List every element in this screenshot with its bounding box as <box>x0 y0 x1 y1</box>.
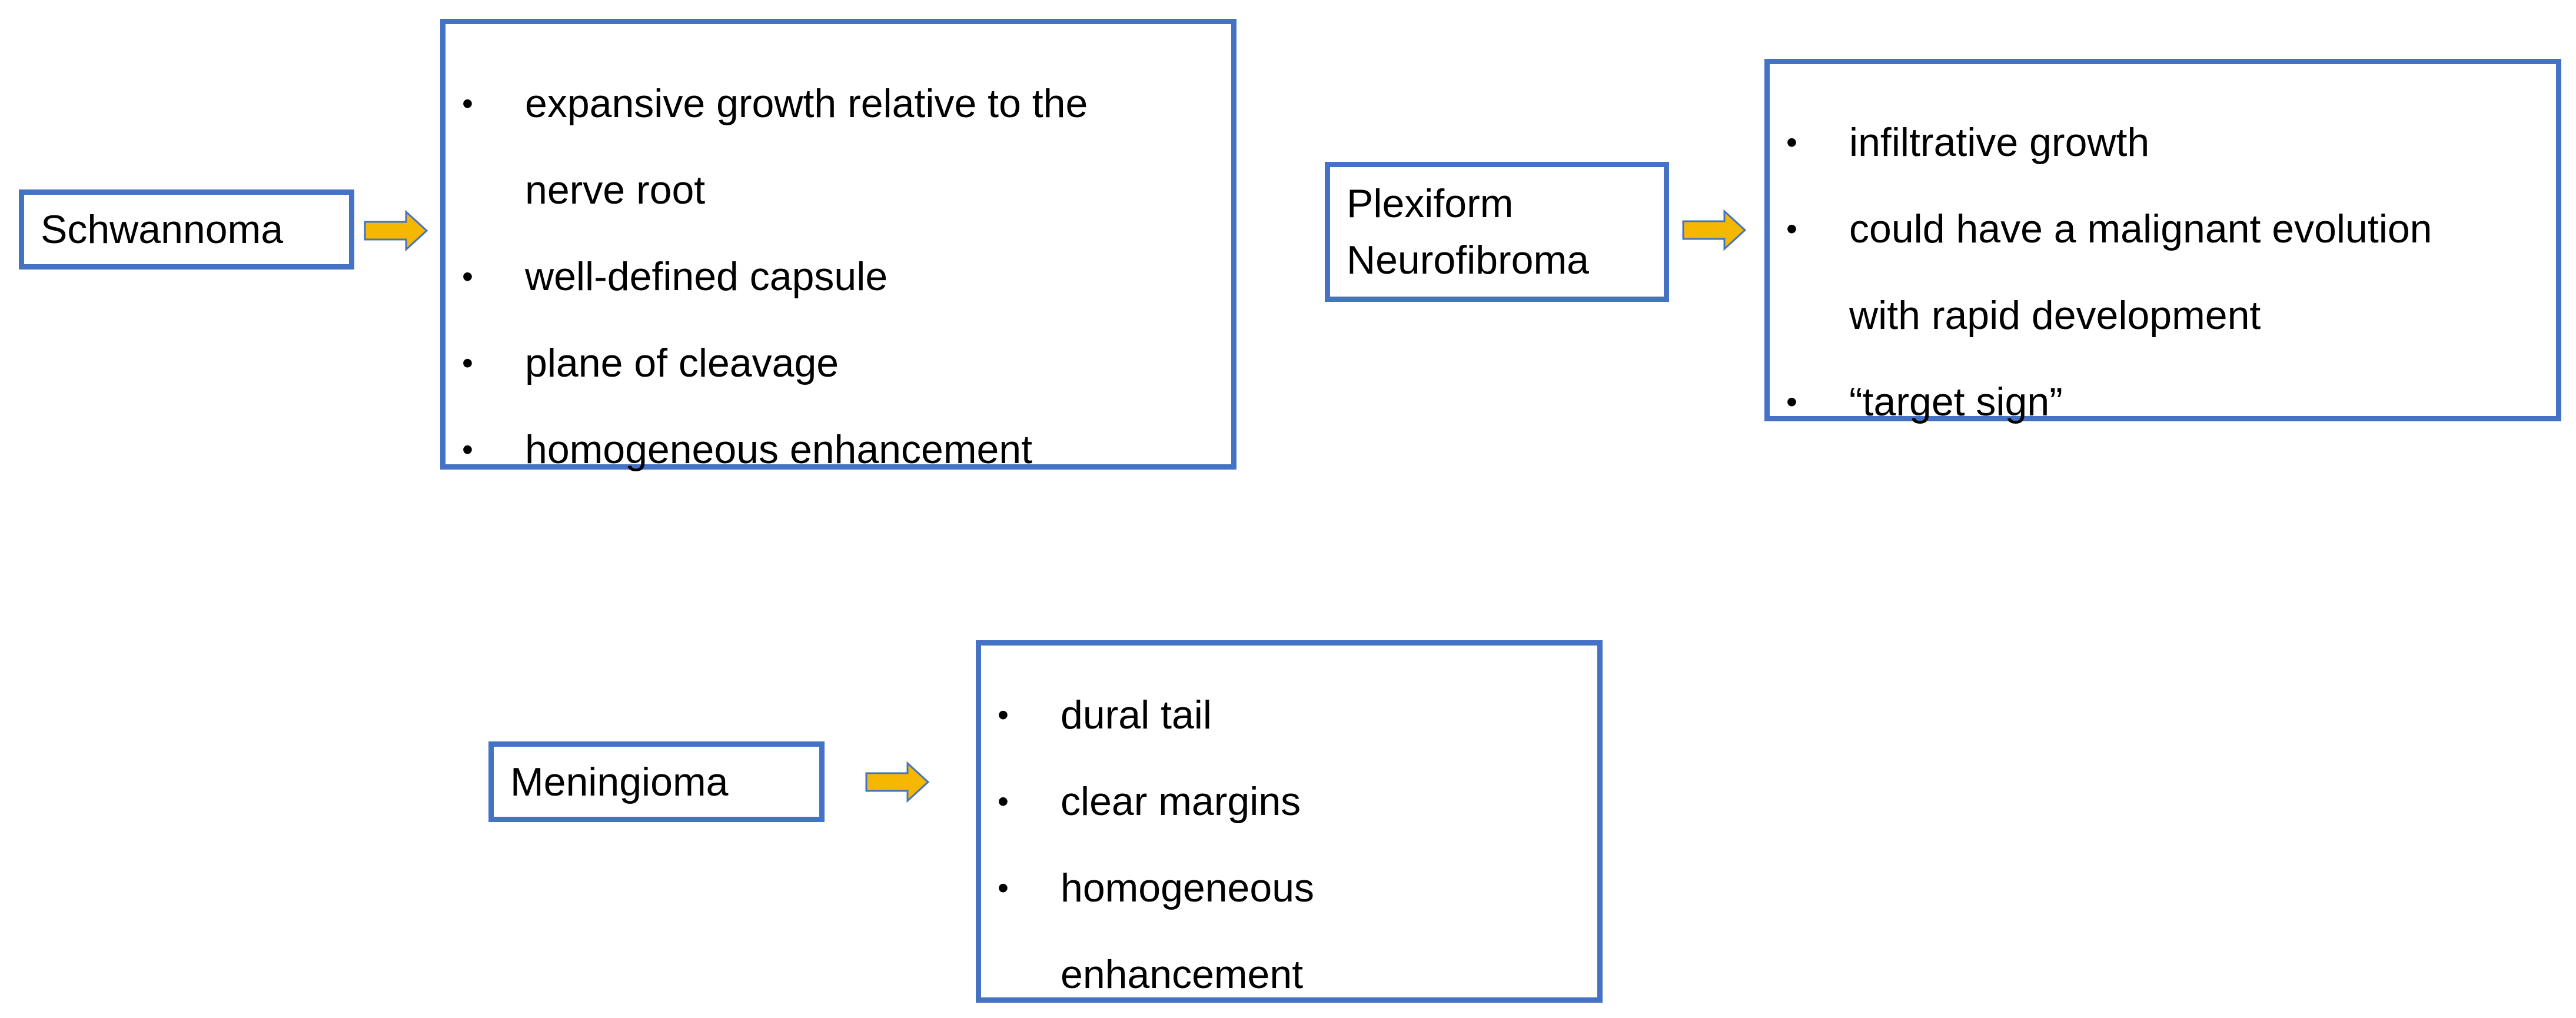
list-item: • homogeneous enhancement <box>446 407 1231 493</box>
list-item: • well-defined capsule <box>446 234 1231 320</box>
bullet-icon: • <box>462 86 473 121</box>
list-item-continuation: enhancement <box>981 931 1597 1018</box>
schwannoma-label-box: Schwannoma <box>19 189 354 270</box>
schwannoma-features-box: • expansive growth relative to the nerve… <box>440 19 1237 472</box>
list-item: • homogeneous <box>981 845 1597 931</box>
feature-text: with rapid development <box>1849 293 2261 338</box>
meningioma-feature-list: • dural tail • clear margins • homogeneo… <box>981 672 1597 1018</box>
bullet-icon: • <box>998 870 1009 906</box>
plexiform-neurofibroma-features-box: • infiltrative growth • could have a mal… <box>1764 59 2561 424</box>
right-arrow-icon <box>865 761 930 803</box>
meningioma-features-box: • dural tail • clear margins • homogeneo… <box>976 640 1603 1003</box>
list-item: • plane of cleavage <box>446 320 1231 407</box>
feature-text: expansive growth relative to the <box>525 81 1088 126</box>
right-arrow-icon <box>364 210 428 251</box>
feature-text: homogeneous <box>1061 866 1315 910</box>
schwannoma-feature-list: • expansive growth relative to the nerve… <box>446 61 1231 493</box>
feature-text: dural tail <box>1061 693 1212 737</box>
feature-text: homogeneous enhancement <box>525 427 1032 472</box>
list-item: • expansive growth relative to the <box>446 61 1231 147</box>
meningioma-label-box: Meningioma <box>488 741 825 822</box>
feature-text: could have a malignant evolution <box>1849 207 2432 251</box>
list-item-continuation: nerve root <box>446 147 1231 234</box>
bullet-icon: • <box>462 259 473 294</box>
list-item-continuation: with rapid development <box>1770 272 2556 359</box>
feature-text: clear margins <box>1061 779 1301 824</box>
plexiform-neurofibroma-label: Plexiform Neurofibroma <box>1347 181 1589 282</box>
feature-text: enhancement <box>1061 952 1304 997</box>
schwannoma-label: Schwannoma <box>41 207 284 252</box>
meningioma-label: Meningioma <box>510 759 729 804</box>
bullet-icon: • <box>998 784 1009 819</box>
bullet-icon: • <box>1786 211 1797 247</box>
right-arrow-icon <box>1682 209 1747 251</box>
list-item: • infiltrative growth <box>1770 99 2556 186</box>
list-item: • dural tail <box>981 672 1597 758</box>
plexiform-neurofibroma-label-box: Plexiform Neurofibroma <box>1325 162 1669 302</box>
bullet-icon: • <box>1786 384 1797 420</box>
list-item: • “target sign” <box>1770 359 2556 445</box>
bullet-icon: • <box>462 432 473 467</box>
plexiform-neurofibroma-feature-list: • infiltrative growth • could have a mal… <box>1770 99 2556 445</box>
bullet-icon: • <box>998 697 1009 733</box>
list-item: • clear margins <box>981 758 1597 845</box>
feature-text: well-defined capsule <box>525 254 888 299</box>
feature-text: infiltrative growth <box>1849 120 2150 165</box>
list-item: • could have a malignant evolution <box>1770 186 2556 272</box>
feature-text: plane of cleavage <box>525 341 839 385</box>
bullet-icon: • <box>1786 125 1797 160</box>
feature-text: nerve root <box>525 168 706 212</box>
feature-text: “target sign” <box>1849 380 2063 424</box>
bullet-icon: • <box>462 345 473 381</box>
